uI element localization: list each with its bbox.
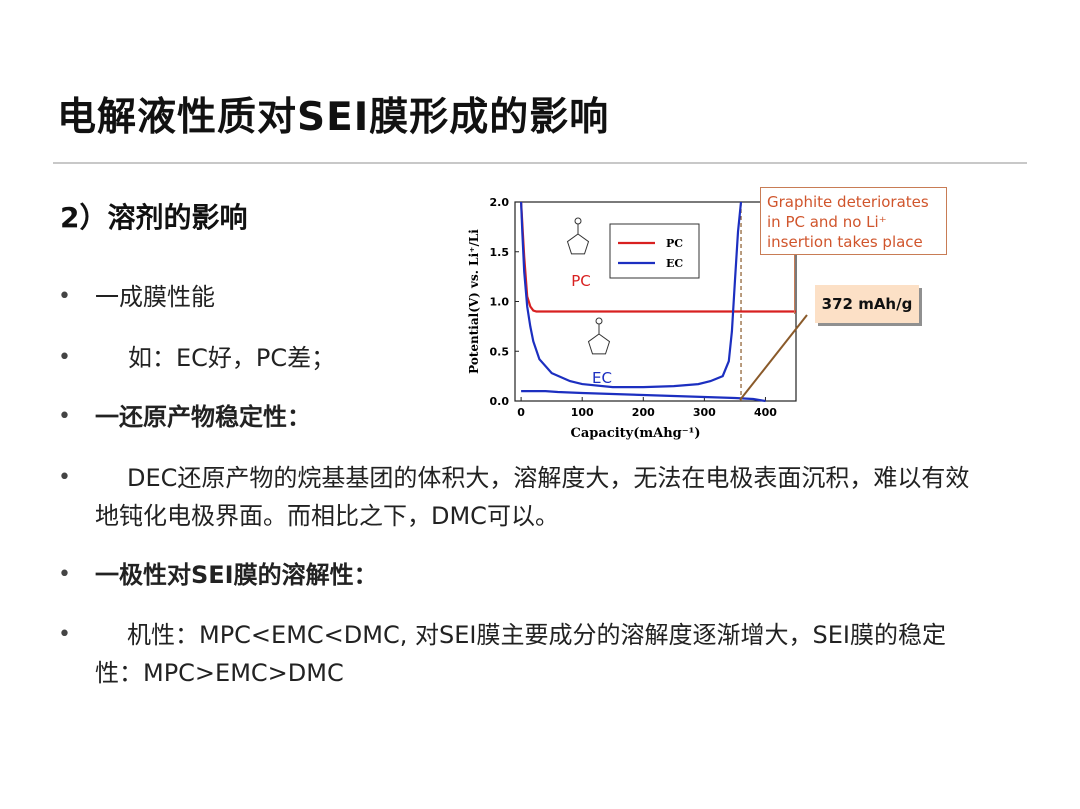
series-line-ec (520, 201, 743, 389)
legend-box (609, 223, 700, 279)
y-tick-label: 0.0 (490, 395, 510, 408)
ec-molecule-oxygen-icon (595, 317, 603, 325)
pc-molecule-ring-icon (566, 233, 590, 255)
chart-svg: 0 100 200 300 400 0.0 0.5 1.0 1.5 2.0Capacity(mAh… (467, 196, 808, 441)
y-tick-label: 1.0 (490, 296, 510, 309)
bullet-dot-icon: • (58, 345, 71, 370)
legend-label-ec: EC (666, 257, 683, 270)
y-tick-label: 2.0 (490, 196, 510, 209)
x-tick-label: 400 (754, 406, 777, 419)
y-tick-label: 0.5 (490, 345, 510, 358)
capacity-callout: 372 mAh/g (815, 285, 919, 323)
x-axis-label: Capacity(mAhg⁻¹) (571, 426, 701, 441)
bullet-text: 一极性对SEI膜的溶解性： (95, 561, 378, 589)
pc-molecule-oxygen-icon (574, 217, 582, 225)
slide-title: 电解液性质对SEI膜形成的影响 (57, 95, 610, 140)
bullet-item-solubility: • 机性：MPC<EMC<DMC, 对SEI膜主要成分的溶解度逐渐增大，SEI膜… (58, 616, 978, 694)
graphite-callout: Graphite deteriorates in PC and no Li⁺ i… (760, 187, 947, 255)
series-line-pc (520, 201, 796, 313)
y-tick-label: 1.5 (490, 246, 510, 259)
x-tick-label: 0 (517, 406, 525, 419)
bullet-dot-icon: • (58, 622, 71, 647)
ec-molecule-label: EC (592, 369, 612, 387)
bullet-text: DEC还原产物的烷基基团的体积大，溶解度大，无法在电极表面沉积，难以有效地钝化电… (95, 464, 970, 530)
legend-label-pc: PC (666, 237, 683, 250)
series-line-ec-baseline (521, 390, 766, 403)
bullet-dot-icon: • (58, 284, 71, 309)
bullet-dot-icon: • (58, 562, 71, 587)
y-axis-label: Potential(V) vs. Li⁺/Li (467, 229, 481, 374)
bullet-text: 一还原产物稳定性： (95, 403, 311, 431)
bullet-dot-icon: • (58, 465, 71, 490)
x-tick-label: 300 (693, 406, 716, 419)
pc-molecule-label: PC (571, 272, 591, 290)
title-divider (53, 162, 1027, 164)
bullet-item-dec-description: • DEC还原产物的烷基基团的体积大，溶解度大，无法在电极表面沉积，难以有效地钝… (58, 459, 978, 537)
bullet-text: 一成膜性能 (95, 283, 215, 311)
ec-molecule-ring-icon (587, 333, 611, 355)
callout-arrow-line (739, 314, 808, 401)
bullet-dot-icon: • (58, 404, 71, 429)
x-tick-label: 200 (632, 406, 655, 419)
callout-connector (794, 254, 795, 314)
x-tick-label: 100 (571, 406, 594, 419)
section-subtitle: 2）溶剂的影响 (60, 201, 248, 234)
bullet-text: 机性：MPC<EMC<DMC, 对SEI膜主要成分的溶解度逐渐增大，SEI膜的稳… (95, 621, 946, 687)
bullet-text: 如：EC好，PC差； (128, 344, 336, 372)
